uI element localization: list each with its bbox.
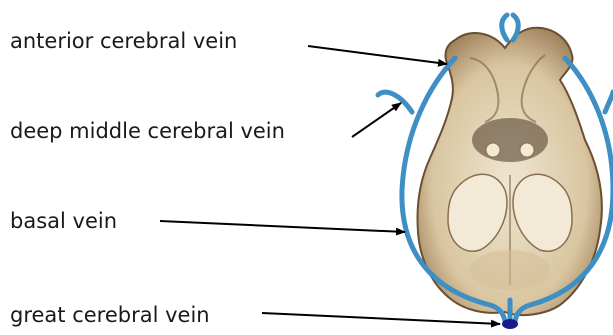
specimen-mamillary-right bbox=[520, 143, 534, 157]
arrow-great bbox=[262, 313, 500, 324]
label-basal-vein: basal vein bbox=[10, 211, 117, 232]
arrow-deep-middle bbox=[352, 103, 401, 137]
deep-middle-cerebral-vein-right bbox=[605, 92, 613, 112]
specimen-dark-region bbox=[472, 118, 548, 162]
great-cerebral-vein-dot bbox=[502, 319, 518, 329]
label-deep-middle-cerebral-vein: deep middle cerebral vein bbox=[10, 121, 285, 142]
anterior-cerebral-vein-right bbox=[513, 15, 518, 40]
label-great-cerebral-vein: great cerebral vein bbox=[10, 305, 210, 326]
deep-middle-cerebral-vein-left bbox=[378, 92, 412, 112]
specimen-tectum bbox=[470, 250, 550, 290]
anterior-cerebral-vein-left bbox=[502, 15, 507, 40]
specimen-mamillary-left bbox=[486, 143, 500, 157]
arrow-basal bbox=[160, 221, 405, 232]
arrow-anterior bbox=[308, 46, 447, 64]
label-anterior-cerebral-vein: anterior cerebral vein bbox=[10, 31, 237, 52]
